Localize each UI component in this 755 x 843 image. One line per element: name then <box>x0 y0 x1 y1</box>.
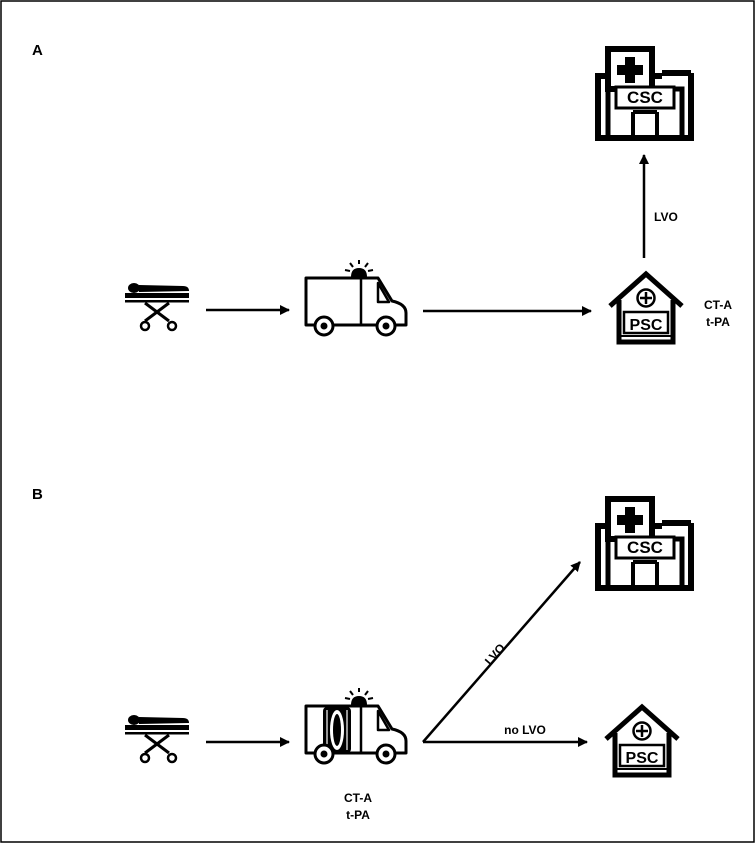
hospital-csc-icon: CSC <box>598 49 691 138</box>
panel-a: A PSC CT-A t-PA LVO CSC <box>32 42 732 342</box>
msu-note-t-pa: t-PA <box>346 808 370 822</box>
psc-note-t-pa: t-PA <box>706 315 730 329</box>
csc-text: CSC <box>627 88 663 107</box>
msu-note-ct-a: CT-A <box>344 791 372 805</box>
panel-b: B CT-A t-PA LVO no LVO CSC PSC <box>32 486 691 822</box>
stretcher-patient-icon <box>123 713 191 764</box>
hospital-psc-icon: PSC <box>606 707 678 775</box>
lvo-label: LVO <box>654 210 678 224</box>
stretcher-patient-icon <box>123 281 191 332</box>
lvo-label: LVO <box>482 641 508 668</box>
panel-a-label: A <box>32 42 43 59</box>
ambulance-icon <box>304 258 408 337</box>
hospital-csc-icon: CSC <box>598 499 691 588</box>
psc-text: PSC <box>630 317 663 334</box>
panel-b-label: B <box>32 486 43 503</box>
no-lvo-label: no LVO <box>504 723 546 737</box>
mobile-stroke-unit-icon <box>304 686 408 765</box>
psc-note-ct-a: CT-A <box>704 298 732 312</box>
psc-text: PSC <box>626 750 659 767</box>
csc-text: CSC <box>627 538 663 557</box>
arrow-msu-to-csc <box>422 561 581 743</box>
hospital-psc-icon: PSC <box>610 274 682 342</box>
